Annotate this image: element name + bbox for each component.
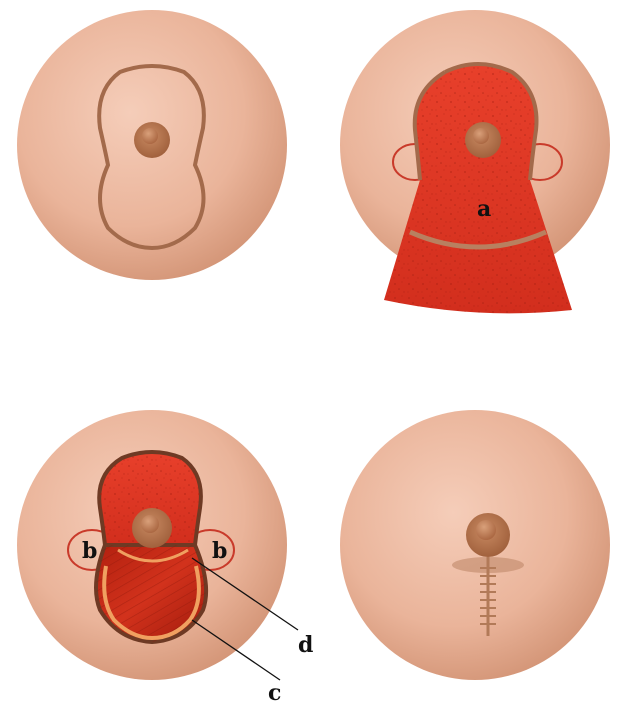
panel-1-marking xyxy=(17,10,287,280)
panel-3-cavity: b b d c xyxy=(17,410,313,705)
nipple-3 xyxy=(141,515,159,533)
label-b-right: b xyxy=(212,538,227,564)
label-c: c xyxy=(268,680,281,705)
label-a: a xyxy=(477,196,491,222)
panel-2-flap-dissection: a xyxy=(340,10,610,313)
nipple-2 xyxy=(473,128,489,144)
label-d: d xyxy=(298,632,313,658)
nipple-4 xyxy=(476,520,496,540)
panel-4-closure xyxy=(340,410,610,680)
label-b-left: b xyxy=(82,538,97,564)
nipple-1 xyxy=(142,128,158,144)
